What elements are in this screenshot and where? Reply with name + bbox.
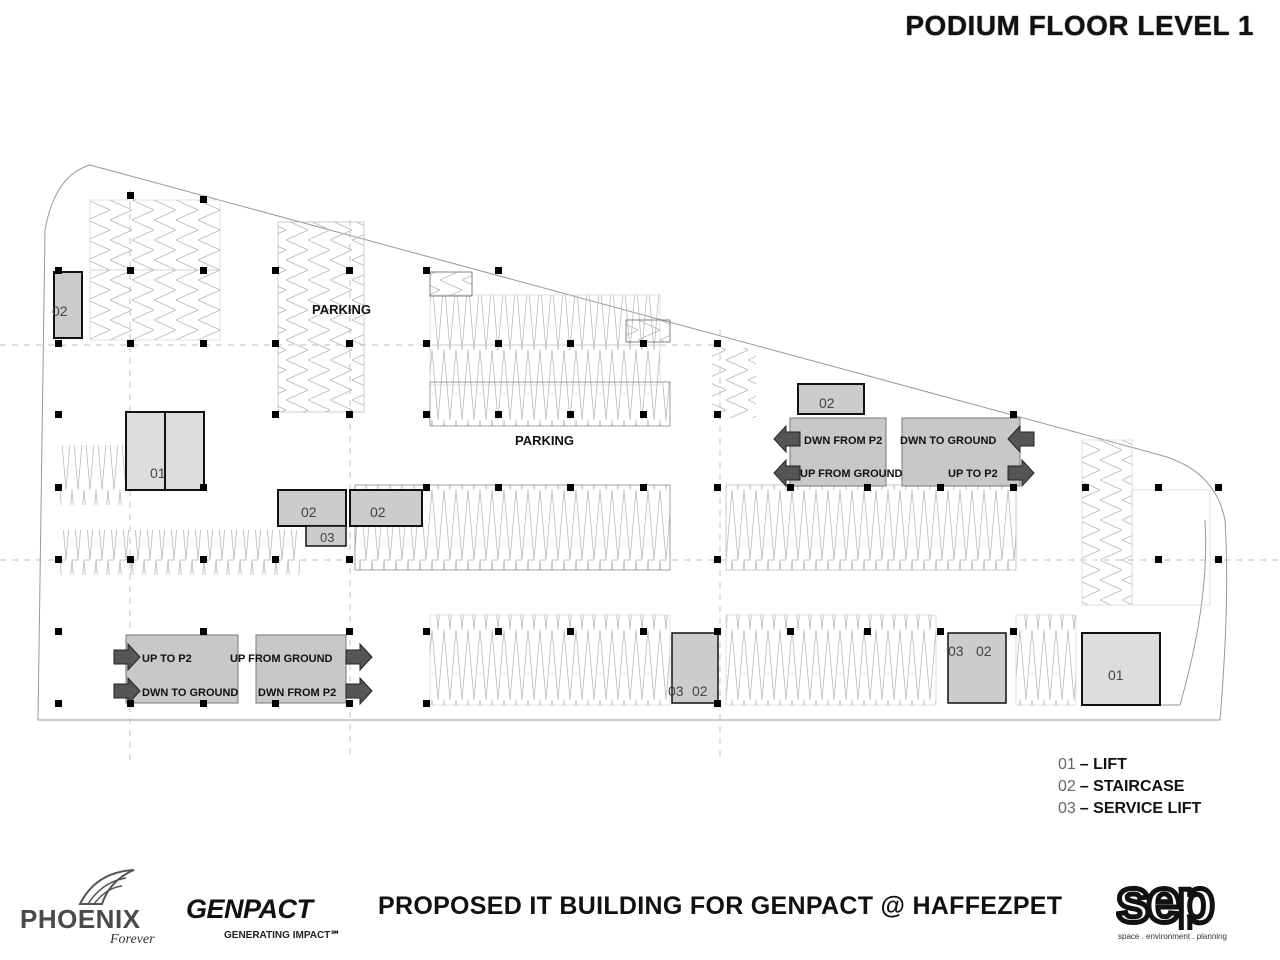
sep-wordmark-graphic: sep bbox=[1114, 865, 1220, 939]
sep-logo: sep space . environment . planning bbox=[1114, 865, 1256, 946]
code-02-stair-top-right: 02 bbox=[819, 395, 835, 411]
code-02-stair-mid-b: 02 bbox=[370, 504, 386, 520]
arrow-left-icon bbox=[773, 458, 801, 488]
ramp-label-dwn-from-p2-left: DWN FROM P2 bbox=[258, 687, 336, 699]
genpact-wordmark: GENPACT bbox=[186, 894, 313, 924]
ramp-label-dwn-to-ground-right: DWN TO GROUND bbox=[900, 435, 996, 447]
legend-item-service-lift: 03– SERVICE LIFT bbox=[1058, 800, 1202, 817]
legend-item-staircase: 02– STAIRCASE bbox=[1058, 778, 1185, 795]
code-01-lift-left: 01 bbox=[150, 465, 166, 481]
code-03-service-lift-mid: 03 bbox=[320, 530, 334, 545]
service-lift-mid bbox=[305, 525, 347, 547]
arrow-left-icon bbox=[1007, 424, 1035, 454]
arrow-right-icon bbox=[345, 676, 373, 706]
ramps bbox=[125, 417, 1021, 704]
project-title: PROPOSED IT BUILDING FOR GENPACT @ HAFFE… bbox=[378, 892, 1063, 920]
arrow-right-icon bbox=[113, 676, 141, 706]
legend-item-lift: 01– LIFT bbox=[1058, 756, 1127, 773]
phoenix-wing-icon bbox=[78, 869, 135, 905]
ramp-label-up-to-p2-left: UP TO P2 bbox=[142, 653, 192, 665]
code-01-lift-right: 01 bbox=[1108, 667, 1124, 683]
arrow-right-icon bbox=[1007, 458, 1035, 488]
core-lift-left bbox=[125, 411, 205, 491]
phoenix-tagline: Forever bbox=[110, 932, 155, 947]
phoenix-wordmark: PHOENIX bbox=[20, 904, 141, 934]
parking-label-mid: PARKING bbox=[515, 433, 574, 448]
stair-top-right bbox=[797, 383, 865, 415]
ramp-label-up-from-ground-left: UP FROM GROUND bbox=[230, 653, 333, 665]
ramp-label-dwn-to-ground-left: DWN TO GROUND bbox=[142, 687, 238, 699]
genpact-tagline: GENERATING IMPACT℠ bbox=[224, 930, 341, 941]
ramp-arrows bbox=[113, 424, 1035, 706]
ramp-label-dwn-from-p2-right: DWN FROM P2 bbox=[804, 435, 882, 447]
site-boundary bbox=[37, 164, 1228, 721]
stair-bottom-mid bbox=[671, 632, 719, 704]
code-02-bottom-right: 02 bbox=[976, 643, 992, 659]
code-02-stair-left: 02 bbox=[52, 303, 68, 319]
stair-left bbox=[53, 271, 83, 339]
stair-mid-b bbox=[349, 489, 423, 527]
genpact-logo: GENPACT GENERATING IMPACT℠ bbox=[186, 894, 346, 944]
drawing-title: PODIUM FLOOR LEVEL 1 bbox=[905, 10, 1254, 41]
sep-tagline: space . environment . planning bbox=[1118, 932, 1227, 941]
stair-mid-a bbox=[277, 489, 347, 527]
ramp-label-up-to-p2-right: UP TO P2 bbox=[948, 468, 998, 480]
parking-label-top: PARKING bbox=[312, 302, 371, 317]
arrow-right-icon bbox=[113, 642, 141, 672]
legend: 01– LIFT 02– STAIRCASE 03– SERVICE LIFT bbox=[1058, 754, 1201, 820]
structural-columns bbox=[55, 192, 1222, 707]
parking-stalls bbox=[60, 199, 1211, 706]
code-03-bottom-right: 03 bbox=[948, 643, 964, 659]
stair-bottom-right bbox=[947, 632, 1007, 704]
code-02-bottom-mid: 02 bbox=[692, 683, 708, 699]
svg-text:sep: sep bbox=[1116, 874, 1213, 930]
code-03-bottom-mid: 03 bbox=[668, 683, 684, 699]
ramp-label-up-from-ground-right: UP FROM GROUND bbox=[800, 468, 903, 480]
arrow-left-icon bbox=[773, 424, 801, 454]
code-02-stair-mid-a: 02 bbox=[301, 504, 317, 520]
arrow-right-icon bbox=[345, 642, 373, 672]
phoenix-logo: PHOENIX Forever bbox=[20, 868, 170, 952]
core-lift-right bbox=[1081, 632, 1161, 706]
inner-boundary bbox=[1082, 519, 1207, 706]
